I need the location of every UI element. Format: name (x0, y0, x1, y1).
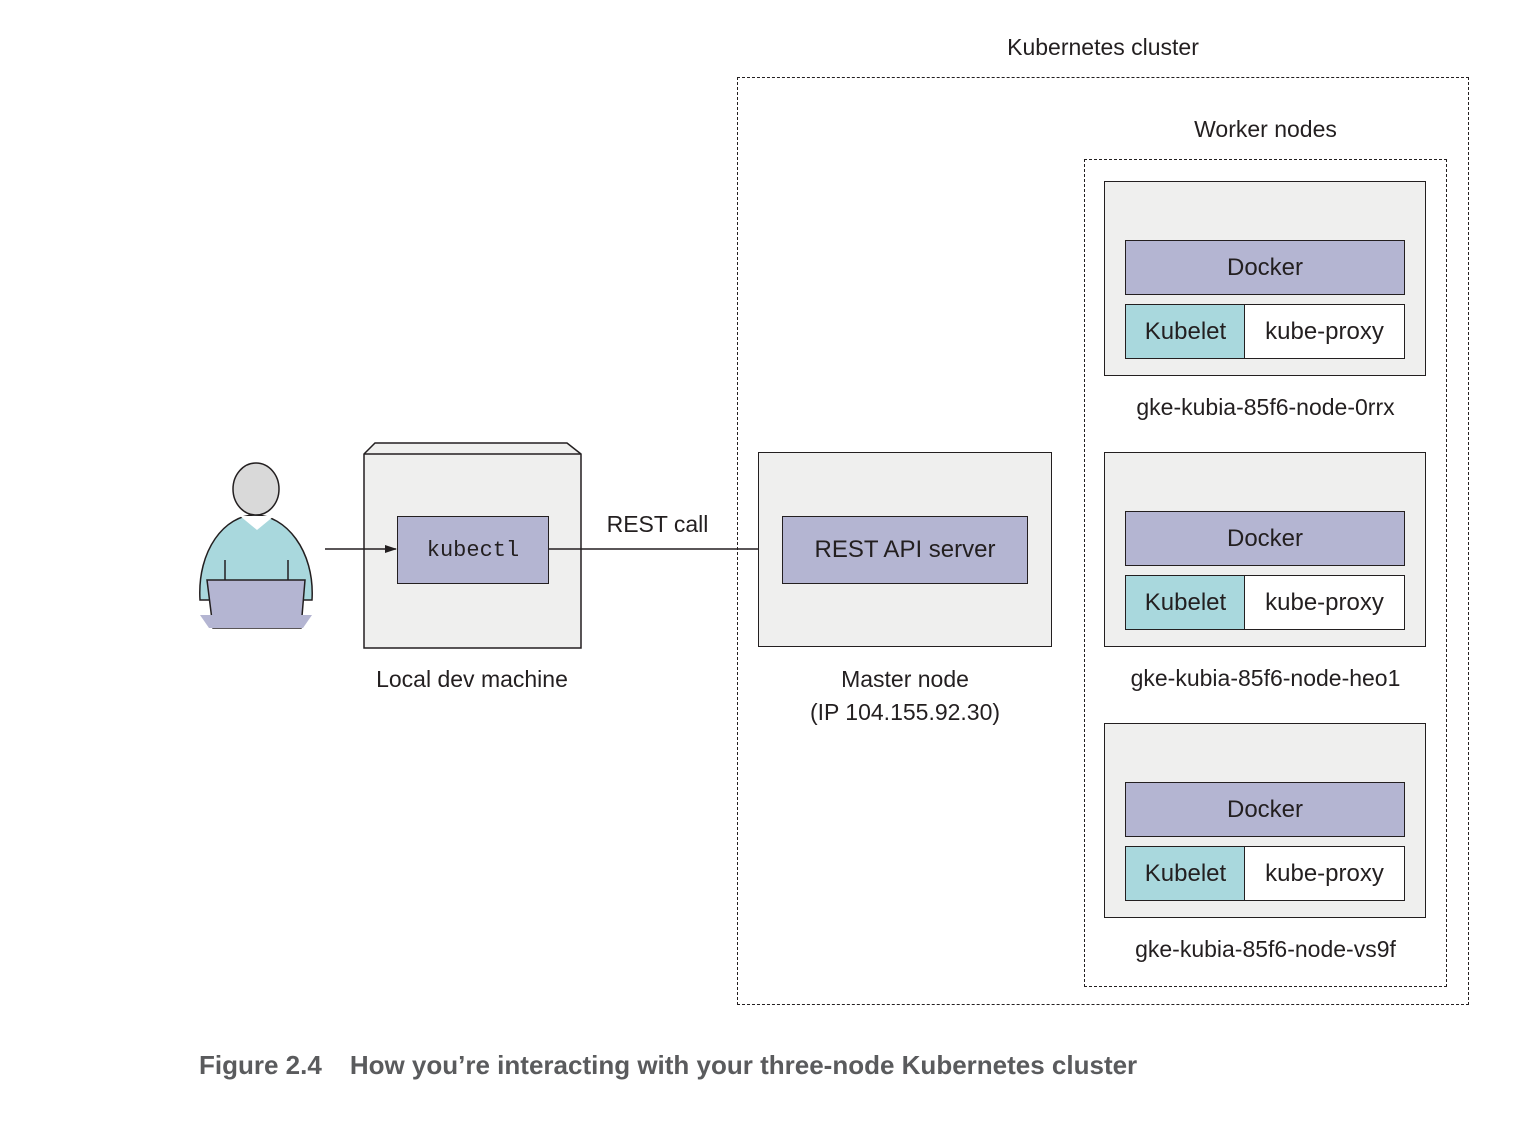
worker-node-name: gke-kubia-85f6-node-heo1 (1130, 665, 1401, 691)
docker-box: Docker (1125, 511, 1405, 566)
local-machine-label: Local dev machine (376, 666, 568, 692)
worker-node-name: gke-kubia-85f6-node-0rrx (1136, 394, 1395, 420)
master-node-ip: (IP 104.155.92.30) (809, 699, 1001, 725)
kubelet-box: Kubelet (1125, 846, 1246, 901)
kube-proxy-box: kube-proxy (1244, 846, 1405, 901)
cluster-label: Kubernetes cluster (1007, 34, 1199, 60)
worker-nodes-label: Worker nodes (1194, 116, 1337, 142)
kubelet-box: Kubelet (1125, 304, 1246, 359)
rest-api-server-box: REST API server (782, 516, 1028, 584)
kube-proxy-box: kube-proxy (1244, 304, 1405, 359)
rest-call-label: REST call (606, 511, 709, 537)
figure-number: Figure 2.4 (199, 1050, 322, 1080)
master-node-label: Master node (841, 666, 969, 692)
user-icon (199, 462, 313, 629)
kubernetes-cluster-boundary (737, 77, 1469, 1005)
kube-proxy-box: kube-proxy (1244, 575, 1405, 630)
docker-box: Docker (1125, 782, 1405, 837)
kubectl-box: kubectl (397, 516, 549, 584)
figure-caption-text: How you’re interacting with your three-n… (349, 1050, 1138, 1080)
docker-box: Docker (1125, 240, 1405, 295)
worker-nodes-boundary (1084, 159, 1447, 987)
kubelet-box: Kubelet (1125, 575, 1246, 630)
worker-node-name: gke-kubia-85f6-node-vs9f (1135, 936, 1396, 962)
figure-caption: Figure 2.4 How you’re interacting with yo… (199, 1050, 1137, 1081)
